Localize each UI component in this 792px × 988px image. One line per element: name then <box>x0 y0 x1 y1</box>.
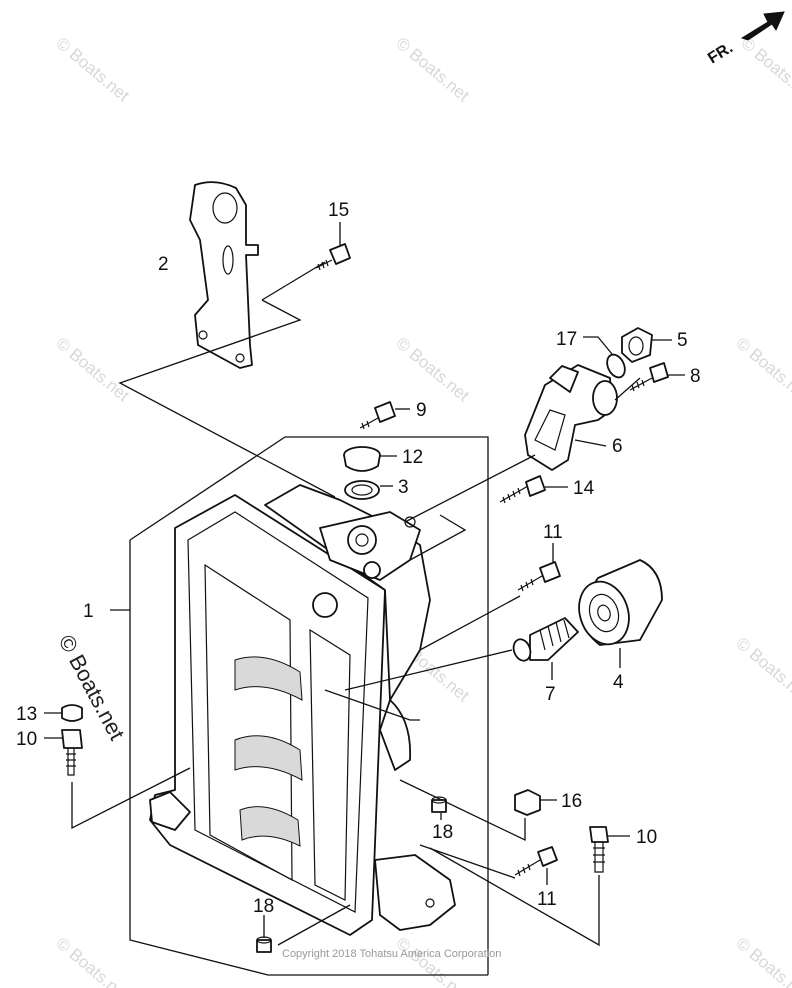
callout-10-left: 10 <box>16 729 37 750</box>
callout-5: 5 <box>677 330 688 351</box>
callout-8: 8 <box>690 366 701 387</box>
part-1-main-block <box>149 484 456 936</box>
callout-6: 6 <box>612 436 623 457</box>
watermark: © Boats.net <box>732 334 792 406</box>
callout-16: 16 <box>561 791 582 812</box>
callout-1: 1 <box>83 601 94 622</box>
part-11-bolt-upper <box>419 543 561 651</box>
watermark: © Boats.net <box>52 334 133 406</box>
watermark: © Boats.net <box>737 34 792 106</box>
part-4-oil-filter <box>578 559 663 668</box>
callout-18-lower: 18 <box>253 896 274 917</box>
callout-17: 17 <box>556 329 577 350</box>
watermark: © Boats.net <box>392 934 473 988</box>
part-13-cap <box>44 704 83 722</box>
assembly-frame-lines <box>110 436 489 976</box>
copyright-notice: Copyright 2018 Tohatsu America Corporati… <box>282 948 501 960</box>
callout-18-upper: 18 <box>432 822 453 843</box>
callout-3: 3 <box>398 477 409 498</box>
callout-11-lower: 11 <box>537 889 557 910</box>
watermark: © Boats.net <box>392 334 473 406</box>
part-16-nut <box>399 779 557 842</box>
part-15-bolt <box>315 222 351 271</box>
callout-7: 7 <box>545 684 556 705</box>
part-5-plug <box>621 327 672 363</box>
part-10-bolt-right <box>429 826 630 947</box>
part-7-fitting <box>324 617 579 721</box>
watermark: © Boats.net <box>52 34 133 106</box>
part-12-cap <box>343 446 397 472</box>
watermark: © Boats.net <box>732 634 792 706</box>
part-3-gasket <box>344 480 393 500</box>
part-17-oring <box>583 336 626 379</box>
callout-12: 12 <box>402 447 423 468</box>
part-11-bolt-lower <box>419 844 558 885</box>
part-18-dowel-lower <box>256 904 351 953</box>
brand-watermark: © Boats.net <box>54 631 130 745</box>
callout-14: 14 <box>573 478 595 499</box>
callout-11-upper: 11 <box>543 522 563 543</box>
watermark: © Boats.net <box>52 934 133 988</box>
callout-labels: 1 2 3 4 5 6 7 8 9 10 10 11 11 12 13 14 1… <box>16 200 701 917</box>
direction-label: FR. <box>705 39 736 67</box>
callout-4: 4 <box>613 672 624 693</box>
part-2-bracket <box>118 181 336 498</box>
watermark-layer: © Boats.net © Boats.net © Boats.net © Bo… <box>52 34 792 988</box>
part-14-bolt <box>409 475 568 561</box>
part-8-bolt <box>629 362 685 392</box>
watermark: © Boats.net <box>392 34 473 106</box>
arrow-icon <box>740 11 785 41</box>
part-18-dowel-upper <box>431 796 447 820</box>
watermark: © Boats.net <box>732 934 792 988</box>
callout-13: 13 <box>16 704 37 725</box>
callout-9: 9 <box>416 400 427 421</box>
part-6-cover <box>404 364 641 523</box>
callout-10-right: 10 <box>636 827 657 848</box>
callout-15: 15 <box>328 200 349 221</box>
part-9-bolt <box>359 401 410 430</box>
part-10-bolt-left <box>44 729 191 830</box>
callout-2: 2 <box>158 254 169 275</box>
